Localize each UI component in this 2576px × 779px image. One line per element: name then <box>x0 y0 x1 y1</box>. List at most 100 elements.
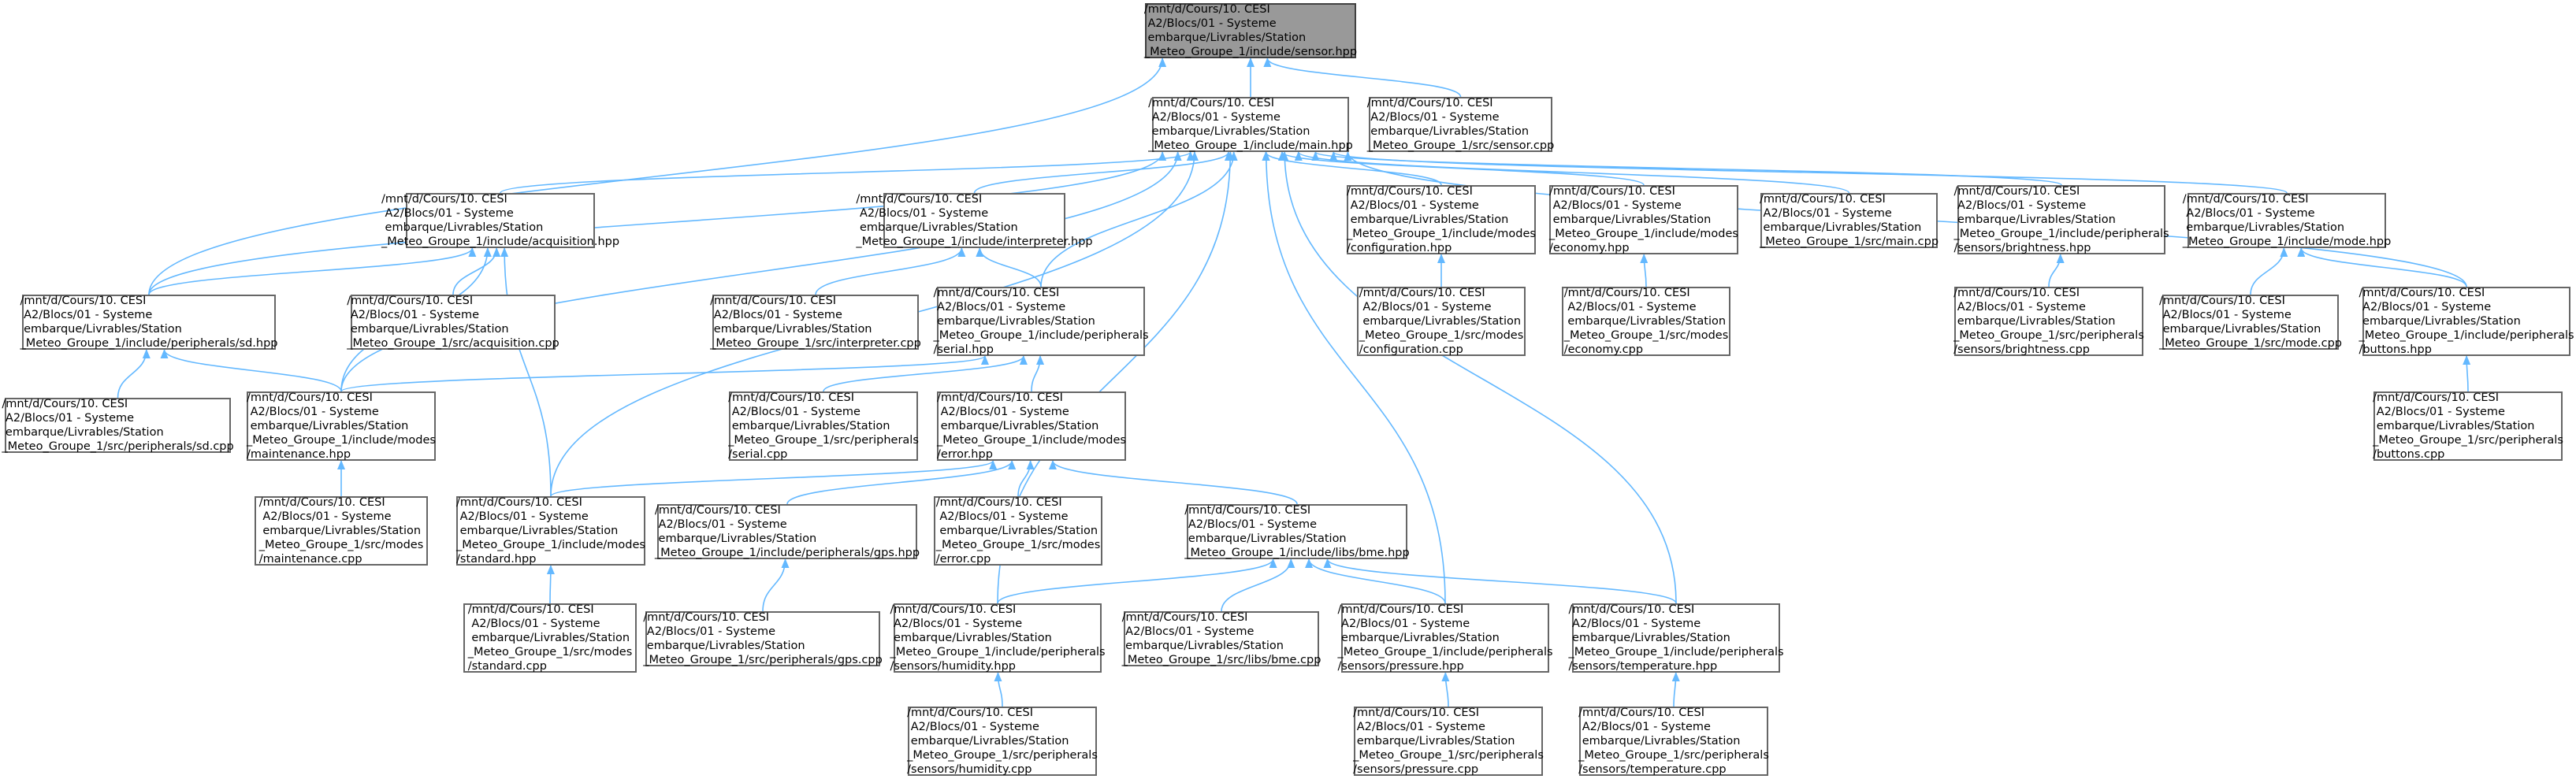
node-maintenance-cpp[interactable]: /mnt/d/Cours/10. CESI A2/Blocs/01 - Syst… <box>255 496 428 566</box>
node-buttons-hpp[interactable]: /mnt/d/Cours/10. CESI A2/Blocs/01 - Syst… <box>2359 287 2574 356</box>
node-serial-cpp[interactable]: /mnt/d/Cours/10. CESI A2/Blocs/01 - Syst… <box>728 391 919 461</box>
node-standard-cpp[interactable]: /mnt/d/Cours/10. CESI A2/Blocs/01 - Syst… <box>463 603 637 673</box>
node-label: /mnt/d/Cours/10. CESI A2/Blocs/01 - Syst… <box>933 287 1149 356</box>
node-label: /mnt/d/Cours/10. CESI A2/Blocs/01 - Syst… <box>935 496 1101 566</box>
node-gps-cpp[interactable]: /mnt/d/Cours/10. CESI A2/Blocs/01 - Syst… <box>643 611 883 666</box>
edge-sd-hpp-to-sensor-hpp <box>148 57 1167 295</box>
node-brightness-hpp[interactable]: /mnt/d/Cours/10. CESI A2/Blocs/01 - Syst… <box>1953 185 2169 254</box>
node-label: /mnt/d/Cours/10. CESI A2/Blocs/01 - Syst… <box>856 193 1093 248</box>
node-temperature-hpp[interactable]: /mnt/d/Cours/10. CESI A2/Blocs/01 - Syst… <box>1568 603 1784 673</box>
node-sd-cpp[interactable]: /mnt/d/Cours/10. CESI A2/Blocs/01 - Syst… <box>2 398 234 453</box>
edge-brightness-cpp-to-brightness-hpp <box>2048 254 2065 287</box>
edge-maintenance-hpp-to-sd-hpp <box>160 349 342 392</box>
node-label: /mnt/d/Cours/10. CESI A2/Blocs/01 - Syst… <box>710 295 921 350</box>
node-label: /mnt/d/Cours/10. CESI A2/Blocs/01 - Syst… <box>2159 295 2342 350</box>
node-label: /mnt/d/Cours/10. CESI A2/Blocs/01 - Syst… <box>1563 287 1729 356</box>
node-label: /mnt/d/Cours/10. CESI A2/Blocs/01 - Syst… <box>2359 287 2574 356</box>
node-label: /mnt/d/Cours/10. CESI A2/Blocs/01 - Syst… <box>1143 3 1358 58</box>
node-label: /mnt/d/Cours/10. CESI A2/Blocs/01 - Syst… <box>1359 287 1524 356</box>
node-mode-hpp[interactable]: /mnt/d/Cours/10. CESI A2/Blocs/01 - Syst… <box>2183 193 2391 248</box>
edge-bme-cpp-to-bme-hpp <box>1221 558 1295 612</box>
edge-main-cpp-to-main-hpp <box>1295 151 1850 194</box>
node-mode-cpp[interactable]: /mnt/d/Cours/10. CESI A2/Blocs/01 - Syst… <box>2159 295 2342 350</box>
edge-temperature-hpp-to-bme-hpp <box>1323 558 1677 604</box>
edge-serial-cpp-to-serial-hpp <box>823 355 1028 392</box>
edge-bme-hpp-to-error-hpp <box>1049 460 1298 505</box>
node-configuration-cpp[interactable]: /mnt/d/Cours/10. CESI A2/Blocs/01 - Syst… <box>1357 287 1526 356</box>
node-label: /mnt/d/Cours/10. CESI A2/Blocs/01 - Syst… <box>381 193 620 248</box>
node-label: /mnt/d/Cours/10. CESI A2/Blocs/01 - Syst… <box>890 603 1106 673</box>
node-gps-hpp[interactable]: /mnt/d/Cours/10. CESI A2/Blocs/01 - Syst… <box>654 504 920 559</box>
edge-buttons-cpp-to-buttons-hpp <box>2463 355 2471 392</box>
edge-serial-hpp-to-main-hpp <box>1040 151 1238 287</box>
node-main-hpp[interactable]: /mnt/d/Cours/10. CESI A2/Blocs/01 - Syst… <box>1148 97 1353 152</box>
node-brightness-cpp[interactable]: /mnt/d/Cours/10. CESI A2/Blocs/01 - Syst… <box>1953 287 2144 356</box>
edge-mode-cpp-to-mode-hpp <box>2250 247 2288 295</box>
edge-humidity-hpp-to-bme-hpp <box>997 558 1277 604</box>
node-label: /mnt/d/Cours/10. CESI A2/Blocs/01 - Syst… <box>2 398 234 453</box>
edge-maintenance-hpp-to-serial-hpp <box>340 355 989 392</box>
edge-sd-hpp-to-acquisition-hpp <box>148 247 477 295</box>
node-pressure-hpp[interactable]: /mnt/d/Cours/10. CESI A2/Blocs/01 - Syst… <box>1337 603 1553 673</box>
node-pressure-cpp[interactable]: /mnt/d/Cours/10. CESI A2/Blocs/01 - Syst… <box>1353 707 1544 776</box>
node-bme-cpp[interactable]: /mnt/d/Cours/10. CESI A2/Blocs/01 - Syst… <box>1121 611 1321 666</box>
node-acquisition-hpp[interactable]: /mnt/d/Cours/10. CESI A2/Blocs/01 - Syst… <box>381 193 619 248</box>
node-label: /mnt/d/Cours/10. CESI A2/Blocs/01 - Syst… <box>728 391 919 461</box>
node-acquisition-cpp[interactable]: /mnt/d/Cours/10. CESI A2/Blocs/01 - Syst… <box>347 295 559 350</box>
node-label: /mnt/d/Cours/10. CESI A2/Blocs/01 - Syst… <box>2182 193 2392 248</box>
edge-interpreter-hpp-to-main-hpp <box>973 151 1232 194</box>
node-interpreter-hpp[interactable]: /mnt/d/Cours/10. CESI A2/Blocs/01 - Syst… <box>856 193 1093 248</box>
edge-standard-cpp-to-standard-hpp <box>546 565 555 604</box>
node-serial-hpp[interactable]: /mnt/d/Cours/10. CESI A2/Blocs/01 - Syst… <box>933 287 1149 356</box>
edge-pressure-hpp-to-bme-hpp <box>1305 558 1446 604</box>
node-label: /mnt/d/Cours/10. CESI A2/Blocs/01 - Syst… <box>643 611 883 666</box>
node-label: /mnt/d/Cours/10. CESI A2/Blocs/01 - Syst… <box>1148 97 1353 152</box>
node-label: /mnt/d/Cours/10. CESI A2/Blocs/01 - Syst… <box>1568 603 1784 673</box>
node-maintenance-hpp[interactable]: /mnt/d/Cours/10. CESI A2/Blocs/01 - Syst… <box>247 391 436 461</box>
node-bme-hpp[interactable]: /mnt/d/Cours/10. CESI A2/Blocs/01 - Syst… <box>1184 504 1410 559</box>
node-label: /mnt/d/Cours/10. CESI A2/Blocs/01 - Syst… <box>347 295 559 350</box>
node-sensor-cpp[interactable]: /mnt/d/Cours/10. CESI A2/Blocs/01 - Syst… <box>1366 97 1555 152</box>
node-label: /mnt/d/Cours/10. CESI A2/Blocs/01 - Syst… <box>258 496 424 566</box>
node-label: /mnt/d/Cours/10. CESI A2/Blocs/01 - Syst… <box>1347 185 1536 254</box>
node-label: /mnt/d/Cours/10. CESI A2/Blocs/01 - Syst… <box>1353 707 1544 776</box>
edge-humidity-cpp-to-humidity-hpp <box>994 672 1003 707</box>
node-economy-cpp[interactable]: /mnt/d/Cours/10. CESI A2/Blocs/01 - Syst… <box>1562 287 1730 356</box>
node-label: /mnt/d/Cours/10. CESI A2/Blocs/01 - Syst… <box>467 603 633 673</box>
node-label: /mnt/d/Cours/10. CESI A2/Blocs/01 - Syst… <box>654 504 920 559</box>
node-label: /mnt/d/Cours/10. CESI A2/Blocs/01 - Syst… <box>2373 391 2563 461</box>
edge-configuration-hpp-to-main-hpp <box>1262 151 1442 186</box>
node-label: /mnt/d/Cours/10. CESI A2/Blocs/01 - Syst… <box>20 295 278 350</box>
node-label: /mnt/d/Cours/10. CESI A2/Blocs/01 - Syst… <box>1121 611 1321 666</box>
node-humidity-hpp[interactable]: /mnt/d/Cours/10. CESI A2/Blocs/01 - Syst… <box>890 603 1106 673</box>
edge-error-cpp-to-error-hpp <box>1017 460 1035 497</box>
edge-temperature-cpp-to-temperature-hpp <box>1671 672 1680 707</box>
edge-error-hpp-to-serial-hpp <box>1031 355 1045 392</box>
node-standard-hpp[interactable]: /mnt/d/Cours/10. CESI A2/Blocs/01 - Syst… <box>456 496 645 566</box>
node-label: /mnt/d/Cours/10. CESI A2/Blocs/01 - Syst… <box>1184 504 1410 559</box>
node-economy-hpp[interactable]: /mnt/d/Cours/10. CESI A2/Blocs/01 - Syst… <box>1549 185 1738 254</box>
node-error-hpp[interactable]: /mnt/d/Cours/10. CESI A2/Blocs/01 - Syst… <box>937 391 1126 461</box>
edge-temperature-hpp-to-main-hpp <box>1281 151 1677 604</box>
node-label: /mnt/d/Cours/10. CESI A2/Blocs/01 - Syst… <box>1578 707 1769 776</box>
node-label: /mnt/d/Cours/10. CESI A2/Blocs/01 - Syst… <box>1549 185 1738 254</box>
edge-serial-hpp-to-interpreter-hpp <box>976 247 1042 287</box>
edge-sd-cpp-to-sd-hpp <box>117 349 151 399</box>
node-error-cpp[interactable]: /mnt/d/Cours/10. CESI A2/Blocs/01 - Syst… <box>934 496 1102 566</box>
edge-gps-hpp-to-error-hpp <box>786 460 1017 505</box>
node-label: /mnt/d/Cours/10. CESI A2/Blocs/01 - Syst… <box>1953 287 2144 356</box>
node-interpreter-cpp[interactable]: /mnt/d/Cours/10. CESI A2/Blocs/01 - Syst… <box>710 295 921 350</box>
node-sensor-hpp[interactable]: /mnt/d/Cours/10. CESI A2/Blocs/01 - Syst… <box>1143 3 1358 58</box>
edge-brightness-hpp-to-main-hpp <box>1311 151 2062 186</box>
node-humidity-cpp[interactable]: /mnt/d/Cours/10. CESI A2/Blocs/01 - Syst… <box>907 707 1098 776</box>
node-label: /mnt/d/Cours/10. CESI A2/Blocs/01 - Syst… <box>1366 97 1555 152</box>
node-temperature-cpp[interactable]: /mnt/d/Cours/10. CESI A2/Blocs/01 - Syst… <box>1578 707 1769 776</box>
edge-gps-cpp-to-gps-hpp <box>762 558 790 612</box>
edge-sd-hpp-to-main-hpp <box>148 151 1167 295</box>
node-configuration-hpp[interactable]: /mnt/d/Cours/10. CESI A2/Blocs/01 - Syst… <box>1347 185 1536 254</box>
node-label: /mnt/d/Cours/10. CESI A2/Blocs/01 - Syst… <box>1337 603 1553 673</box>
edge-acquisition-hpp-to-main-hpp <box>500 151 1195 194</box>
node-sd-hpp[interactable]: /mnt/d/Cours/10. CESI A2/Blocs/01 - Syst… <box>20 295 278 350</box>
node-main-cpp[interactable]: /mnt/d/Cours/10. CESI A2/Blocs/01 - Syst… <box>1760 193 1939 248</box>
node-buttons-cpp[interactable]: /mnt/d/Cours/10. CESI A2/Blocs/01 - Syst… <box>2373 391 2563 461</box>
